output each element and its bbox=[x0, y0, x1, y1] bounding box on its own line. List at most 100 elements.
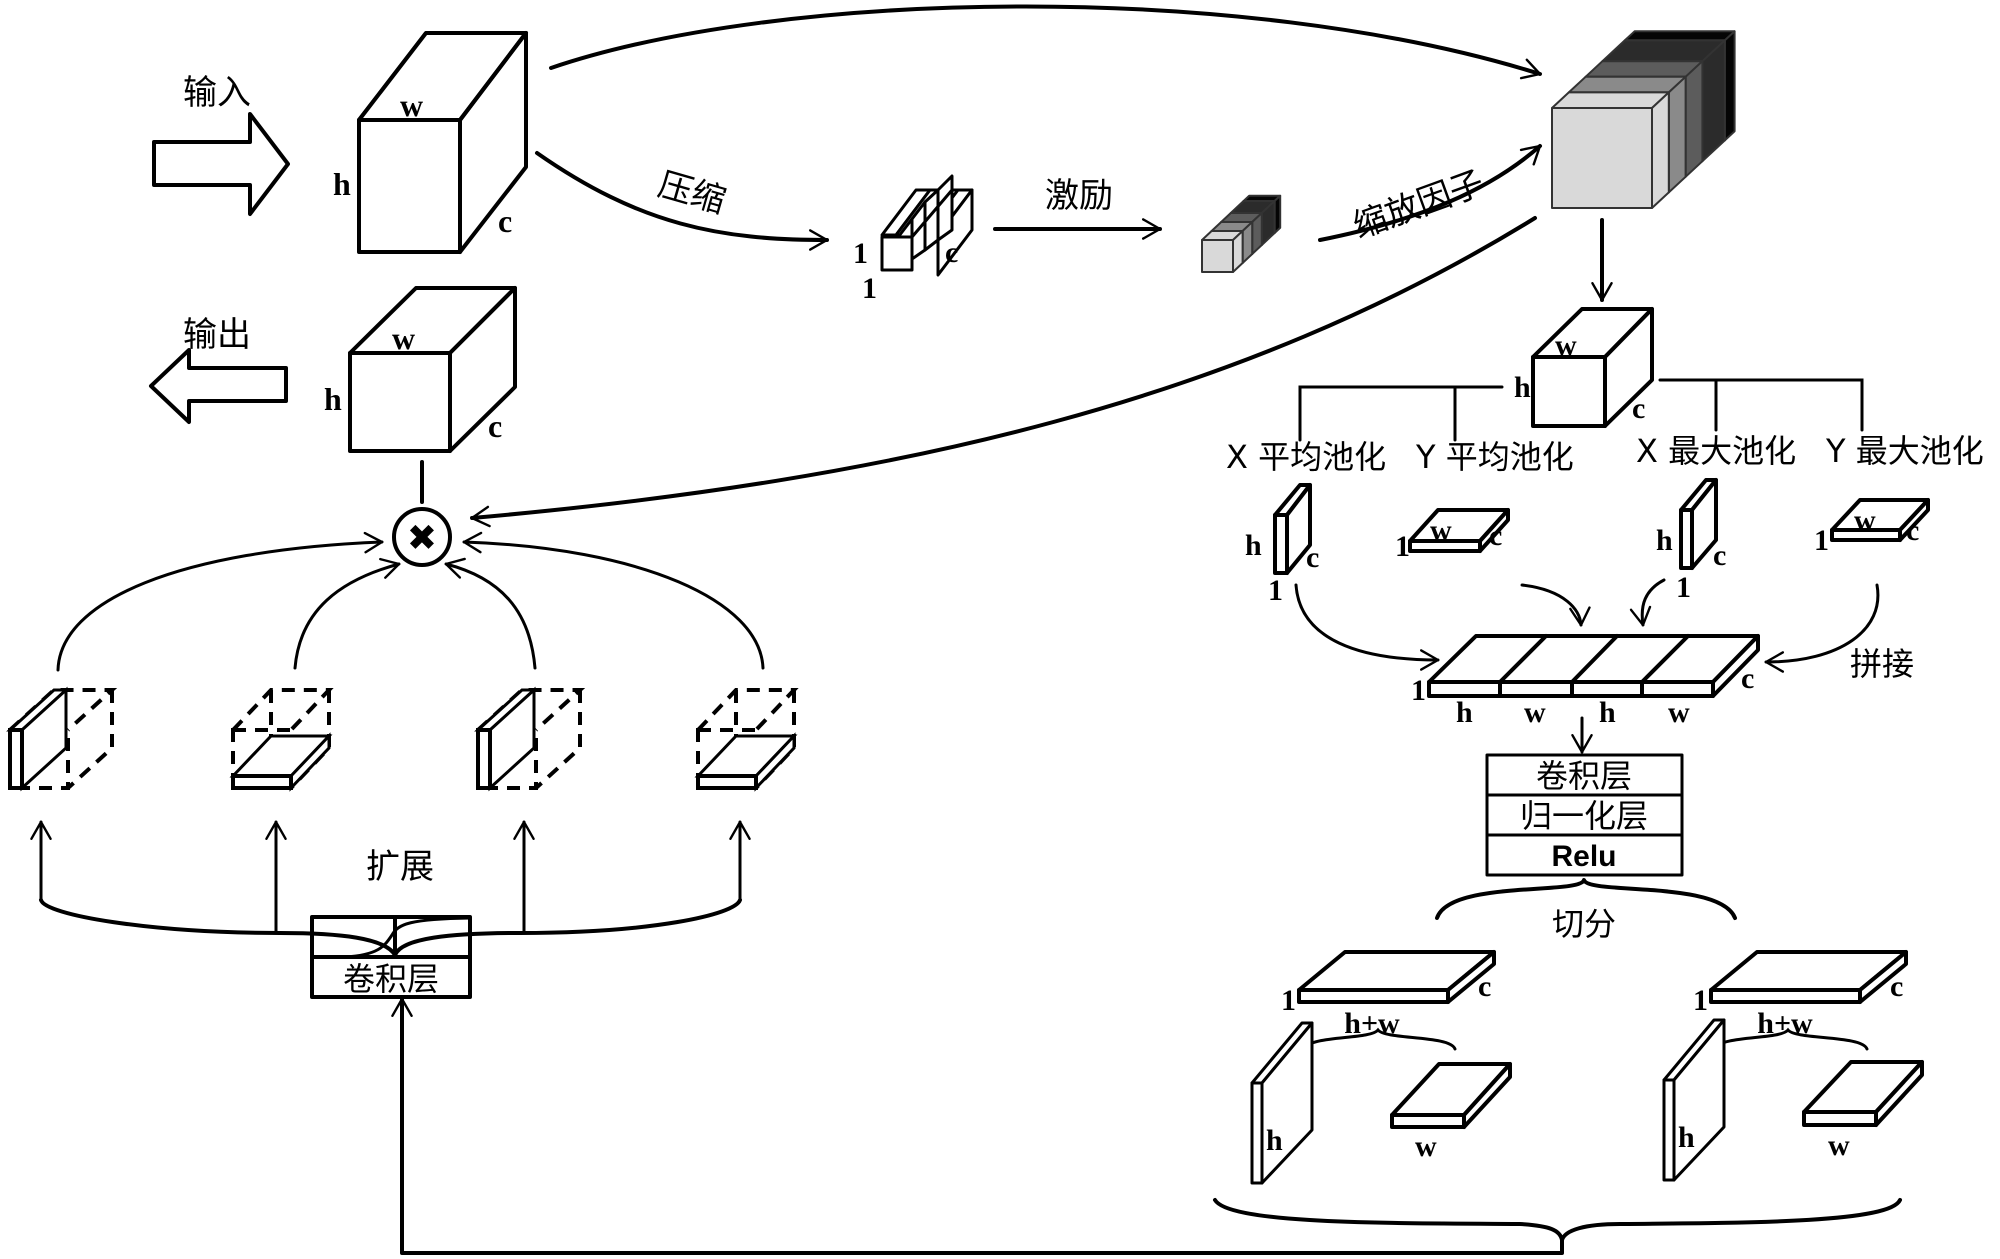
split-branch-1-w-slab bbox=[1390, 1062, 1512, 1129]
scaled-feature-cube bbox=[1551, 30, 1736, 209]
scale-factor-label: 缩放因子 bbox=[1348, 163, 1489, 247]
y-avg-pooled-slab bbox=[1408, 508, 1510, 553]
split-branch-1-part-h: h bbox=[1266, 1124, 1283, 1157]
squeeze-dim-h: 1 bbox=[853, 237, 868, 270]
split-branch-2-brace bbox=[1713, 1027, 1869, 1051]
concat-label: 拼接 bbox=[1850, 645, 1914, 683]
scaled-cube-channel-2-top bbox=[1584, 60, 1704, 78]
expand-conv-label: 卷积层 bbox=[343, 960, 439, 998]
input-dim-c: c bbox=[498, 203, 512, 239]
y-avg-dim-w: w bbox=[1430, 514, 1452, 547]
x-max-dim-c: c bbox=[1713, 539, 1726, 572]
multiply-node: ✖ bbox=[392, 507, 452, 567]
squeeze-label: 压缩 bbox=[654, 165, 730, 222]
concat-arrow-3 bbox=[1629, 578, 1666, 627]
input-group: 输入 w h c bbox=[152, 31, 528, 254]
conv-stack bbox=[1485, 753, 1684, 877]
feedback-line-arrow bbox=[391, 997, 1564, 1255]
x-max-pooled-slab bbox=[1679, 478, 1718, 570]
split-label: 切分 bbox=[1552, 905, 1616, 943]
map-3-to-multiply-arrow bbox=[444, 557, 537, 670]
split-branch-2-w-slab bbox=[1802, 1060, 1924, 1127]
concat-arrow-1 bbox=[1294, 583, 1440, 671]
concat-arrow-4 bbox=[1764, 583, 1880, 673]
skip-connection-arrow bbox=[549, 4, 1542, 80]
concat-seg-w1: w bbox=[1524, 696, 1546, 729]
split-branch-2: 1 c h+w h w bbox=[1662, 950, 1924, 1182]
expanded-map-y-2-slab-front bbox=[696, 774, 758, 790]
split-branch-1-dim-c: c bbox=[1478, 970, 1491, 1003]
concat-dim-1: 1 bbox=[1411, 674, 1426, 707]
pooling-branch-right bbox=[1658, 378, 1864, 432]
expanded-map-x-1-slab-front bbox=[8, 728, 24, 790]
expanded-map-x-1-dashed-extent bbox=[8, 688, 118, 790]
concat-bar bbox=[1427, 634, 1760, 698]
split-branch-1: 1 c h+w h w bbox=[1250, 950, 1512, 1185]
expanded-map-x-2-slab-front bbox=[476, 728, 492, 790]
scaled-cube-channel-3-side bbox=[1701, 39, 1726, 163]
scaled-cube-channel-0-side bbox=[1651, 91, 1670, 209]
output-label: 输出 bbox=[183, 315, 251, 355]
pooling-label-y-max: Y 最大池化 bbox=[1825, 432, 1984, 470]
excitation-label: 激励 bbox=[1045, 176, 1113, 216]
input-dim-w: w bbox=[400, 87, 423, 123]
concat-seg-h2: h bbox=[1599, 696, 1616, 729]
x-avg-dim-h: h bbox=[1245, 529, 1262, 562]
split-branch-1-part-w: w bbox=[1415, 1130, 1437, 1163]
pooling-label-y-avg: Y 平均池化 bbox=[1415, 438, 1574, 476]
concat-seg-w2: w bbox=[1668, 696, 1690, 729]
output-dim-h: h bbox=[324, 381, 342, 417]
scaled-cube-channel-2-side bbox=[1684, 60, 1704, 178]
expanded-map-y-1 bbox=[229, 688, 334, 792]
conv-stack-conv-label: 卷积层 bbox=[1536, 757, 1632, 795]
excitation-vector bbox=[1201, 194, 1282, 273]
split-branch-2-part-w: w bbox=[1828, 1129, 1850, 1162]
split-branch-1-slab bbox=[1297, 950, 1496, 1004]
split-branch-1-h-slab bbox=[1250, 1021, 1314, 1185]
y-avg-dim-c: c bbox=[1489, 519, 1502, 552]
input-dim-h: h bbox=[333, 166, 351, 202]
x-avg-dim-c: c bbox=[1306, 541, 1319, 574]
pooling-cube-dim-h: h bbox=[1514, 371, 1531, 404]
expanded-map-y-1-slab-front bbox=[231, 774, 293, 790]
output-feature-cube bbox=[348, 286, 517, 453]
input-label: 输入 bbox=[183, 73, 251, 113]
split-branch-1-dim-1: 1 bbox=[1281, 984, 1296, 1017]
pooling-branch-left bbox=[1298, 385, 1504, 442]
squeeze-dim-w: 1 bbox=[862, 272, 877, 305]
expand-label: 扩展 bbox=[366, 847, 434, 887]
expanded-map-x-2 bbox=[474, 686, 586, 792]
input-arrow-icon bbox=[152, 112, 290, 216]
x-avg-pooled-slab bbox=[1273, 483, 1312, 575]
conv-stack-norm-label: 归一化层 bbox=[1520, 797, 1648, 835]
map-4-to-multiply-arrow bbox=[462, 531, 765, 670]
expanded-map-x-2-dashed-extent bbox=[476, 688, 586, 790]
conv-stack-relu-label: Relu bbox=[1551, 840, 1616, 873]
scaled-cube-channel-1-top bbox=[1567, 75, 1687, 94]
map-2-to-multiply-arrow bbox=[293, 557, 401, 670]
y-max-dim-w: w bbox=[1854, 504, 1876, 537]
x-max-dim-h: h bbox=[1656, 524, 1673, 557]
output-group: 输出 w h c bbox=[149, 286, 517, 453]
scale-factor-arrow bbox=[1318, 144, 1542, 242]
expand-conv-box bbox=[310, 915, 472, 999]
y-max-dim-c: c bbox=[1906, 514, 1919, 547]
x-avg-dim-1: 1 bbox=[1268, 574, 1283, 607]
pooling-cube-dim-c: c bbox=[1632, 392, 1645, 425]
sigmoid-curve-icon bbox=[343, 916, 472, 959]
squeeze-vector-1x1xc bbox=[880, 174, 974, 277]
concat-arrow-2 bbox=[1520, 583, 1591, 627]
split-brace bbox=[1435, 878, 1737, 920]
split-branch-2-dim-1: 1 bbox=[1693, 984, 1708, 1017]
multiply-icon: ✖ bbox=[407, 518, 437, 559]
expanded-map-y-2 bbox=[694, 688, 799, 792]
concat-dim-c: c bbox=[1741, 662, 1754, 695]
y-max-dim-1: 1 bbox=[1814, 524, 1829, 557]
split-merge-brace bbox=[1213, 1198, 1902, 1242]
pooling-cube-dim-w: w bbox=[1555, 329, 1577, 362]
output-dim-c: c bbox=[488, 408, 502, 444]
split-branch-2-h-slab bbox=[1662, 1018, 1726, 1182]
input-feature-cube bbox=[357, 31, 528, 254]
squeeze-arrow bbox=[535, 151, 829, 251]
